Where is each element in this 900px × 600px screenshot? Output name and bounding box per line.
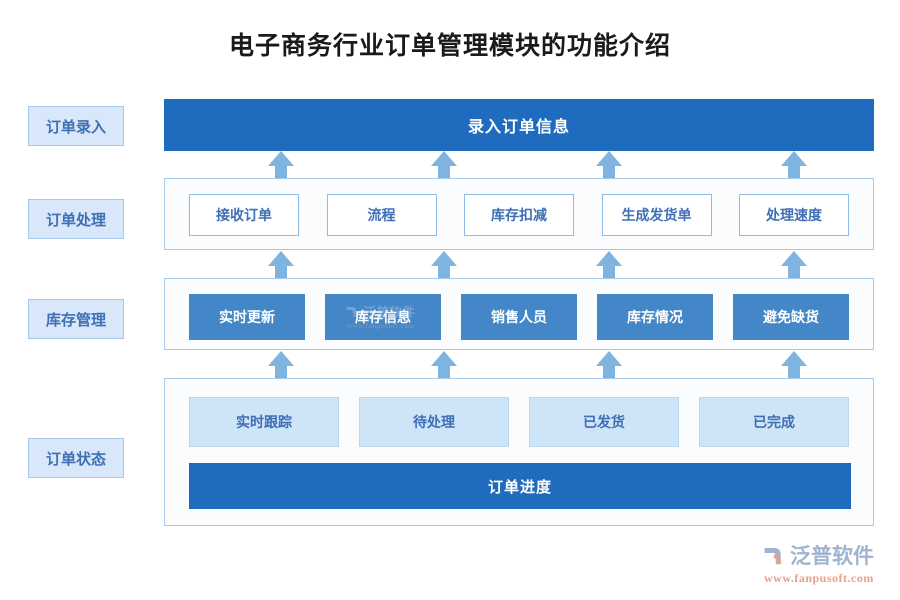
inventory-management-group: 实时更新 库存信息 销售人员 库存情况 避免缺货 [164,278,874,350]
processing-cell[interactable]: 接收订单 [189,194,299,236]
order-progress-bar-text: 订单进度 [487,478,552,496]
order-status-group: 实时跟踪 待处理 已发货 已完成 订单进度 [164,378,874,526]
arrow-tail [275,165,287,181]
cell-label: 已完成 [753,414,795,430]
processing-cell[interactable]: 生成发货单 [601,194,712,236]
order-progress-bar: 订单进度 [189,463,851,509]
flow-arrow-up [268,151,294,181]
cell-label: 实时更新 [219,309,275,325]
arrow-head-icon [596,151,622,166]
arrow-tail [438,265,450,281]
stage-label-order-processing: 订单处理 [28,199,124,239]
order-status-cells: 实时跟踪 待处理 已发货 已完成 [189,397,849,447]
inventory-cell[interactable]: 库存信息 [325,294,441,340]
arrow-head-icon [781,251,807,266]
inventory-management-cells: 实时更新 库存信息 销售人员 库存情况 避免缺货 [189,294,849,340]
arrow-head-icon [431,351,457,366]
arrow-head-icon [268,251,294,266]
stage-label-text: 订单录入 [45,118,106,136]
processing-cell[interactable]: 流程 [326,194,437,236]
cell-label: 库存扣减 [491,207,547,223]
order-entry-banner: 录入订单信息 [164,99,874,151]
stage-label-text: 库存管理 [45,311,106,329]
flow-arrow-up [431,151,457,181]
flow-arrow-up [596,151,622,181]
fanpu-logo: 泛普软件 www.fanpusoft.com [762,540,892,592]
arrow-tail [788,265,800,281]
arrow-tail [275,365,287,381]
order-entry-banner-text: 录入订单信息 [467,119,570,136]
arrow-head-icon [781,151,807,166]
arrow-head-icon [268,151,294,166]
inventory-cell[interactable]: 销售人员 [461,294,577,340]
page-title: 电子商务行业订单管理模块的功能介绍 [228,33,671,60]
status-cell[interactable]: 实时跟踪 [189,397,339,447]
arrow-tail [603,165,615,181]
order-processing-group: 接收订单 流程 库存扣减 生成发货单 处理速度 [164,178,874,250]
arrow-tail [603,265,615,281]
fanpu-logo-icon [762,543,787,568]
flow-arrow-up [781,251,807,281]
flow-arrow-up [596,251,622,281]
status-cell[interactable]: 待处理 [359,397,509,447]
arrow-head-icon [431,151,457,166]
status-cell[interactable]: 已完成 [699,397,849,447]
processing-cell[interactable]: 处理速度 [739,194,849,236]
flow-arrow-up [431,351,457,381]
inventory-cell[interactable]: 实时更新 [189,294,305,340]
arrow-tail [438,165,450,181]
arrow-head-icon [596,351,622,366]
cell-label: 避免缺货 [763,309,819,325]
cell-label: 库存情况 [627,309,683,325]
cell-label: 处理速度 [766,207,822,223]
inventory-cell[interactable]: 库存情况 [597,294,713,340]
fanpu-logo-name: 泛普软件 [790,545,874,568]
flow-arrow-up [431,251,457,281]
arrow-tail [788,365,800,381]
arrow-tail [438,365,450,381]
stage-label-order-entry: 订单录入 [28,106,124,146]
cell-label: 接收订单 [216,207,272,223]
arrow-head-icon [781,351,807,366]
arrow-tail [275,265,287,281]
arrow-head-icon [431,251,457,266]
stage-label-text: 订单处理 [45,211,106,229]
flow-arrow-up [596,351,622,381]
stage-label-order-status: 订单状态 [28,438,124,478]
arrow-tail [788,165,800,181]
flow-arrow-up [268,351,294,381]
flow-arrow-up [268,251,294,281]
arrow-tail [603,365,615,381]
flow-arrow-up [781,151,807,181]
cell-label: 已发货 [583,414,625,430]
status-cell[interactable]: 已发货 [529,397,679,447]
cell-label: 实时跟踪 [236,414,292,430]
processing-cell[interactable]: 库存扣减 [464,194,574,236]
order-processing-cells: 接收订单 流程 库存扣减 生成发货单 处理速度 [189,194,849,236]
arrow-head-icon [268,351,294,366]
cell-label: 销售人员 [491,309,547,325]
fanpu-logo-url: www.fanpusoft.com [764,571,874,585]
fanpu-logo-row: 泛普软件 [762,540,892,570]
diagram-canvas: 录入订单信息 接收订单 流程 库存扣减 生成发货单 [164,0,874,600]
cell-label: 流程 [367,207,396,223]
inventory-cell[interactable]: 避免缺货 [733,294,849,340]
stage-label-inventory-management: 库存管理 [28,299,124,339]
flow-arrow-up [781,351,807,381]
cell-label: 待处理 [413,414,455,430]
stage-label-text: 订单状态 [45,450,106,468]
arrow-head-icon [596,251,622,266]
cell-label: 库存信息 [355,309,411,325]
cell-label: 生成发货单 [621,207,692,223]
